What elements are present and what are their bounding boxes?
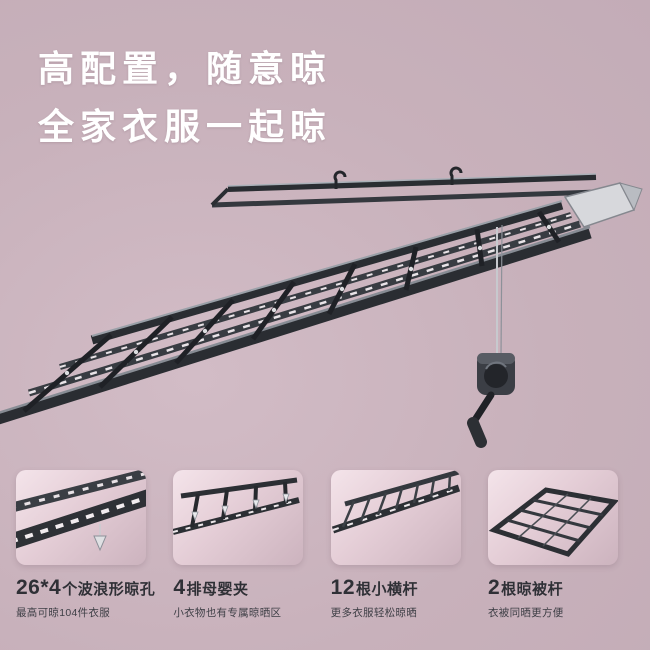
feature-subtitle: 小衣物也有专属晾晒区 [173,607,282,619]
feature-title: 12根小横杆 [330,576,419,599]
feature-card-wave-holes: 26*4个波浪形晾孔 最高可晾104件衣服 [16,470,162,620]
baby-clips-thumbnail [173,470,304,565]
headline-line-2: 全家衣服一起晾 [38,106,333,148]
upper-rack-layer [210,166,599,208]
feature-subtitle: 更多衣服轻松晾晒 [330,607,418,619]
hanging-hook-icon [449,166,463,185]
feature-card-baby-clips: 4排母婴夹 小衣物也有专属晾晒区 [173,470,319,620]
hanging-hook-icon [333,170,347,189]
feature-row: 26*4个波浪形晾孔 最高可晾104件衣服 [0,470,650,620]
feature-number: 2 [487,576,501,599]
wave-holes-thumbnail [16,470,146,565]
feature-number: 26*4 [16,576,62,599]
headline-line-1: 高配置，随意晾 [38,48,333,89]
feature-subtitle: 最高可晾104件衣服 [16,607,111,619]
feature-subtitle: 衣被同晒更方便 [487,607,564,619]
feature-number: 12 [330,576,356,599]
feature-card-quilt-rods: 2根晾被杆 衣被同晒更方便 [487,470,634,620]
crank-grip [467,417,487,448]
headline: 高配置，随意晾 全家衣服一起晾 [38,40,332,157]
hand-crank [467,224,515,448]
feature-number: 4 [173,576,186,599]
drying-rack-illustration [0,166,643,448]
baby-clips-image [173,477,301,535]
crossbars-thumbnail [330,470,461,565]
feature-title: 26*4个波浪形晾孔 [16,576,156,599]
quilt-rods-thumbnail [487,470,618,565]
quilt-rods-image [488,487,618,557]
crossbars-image [331,470,460,534]
feature-title: 2根晾被杆 [487,576,564,599]
end-bracket [563,182,643,228]
rung-clips [64,224,552,376]
feature-card-crossbars: 12根小横杆 更多衣服轻松晾晒 [330,470,477,620]
feature-title: 4排母婴夹 [173,576,249,599]
wave-holes-image [16,470,146,552]
